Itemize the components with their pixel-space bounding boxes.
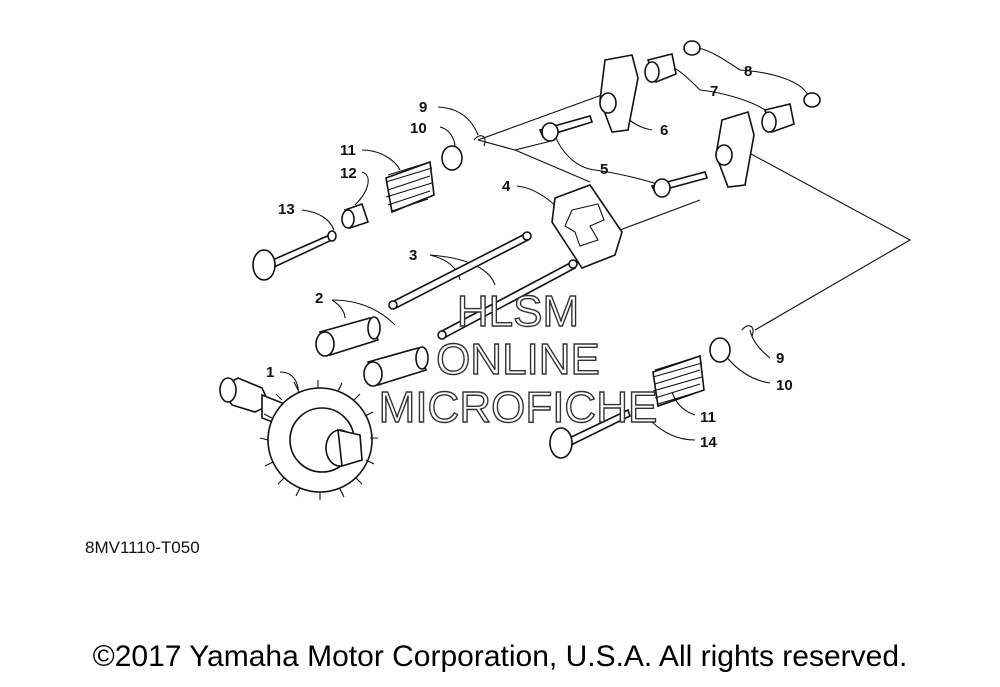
spring-retainers bbox=[441, 145, 731, 363]
callout-5: 5 bbox=[600, 161, 608, 178]
exhaust-valve bbox=[549, 408, 631, 459]
callout-3: 3 bbox=[409, 247, 417, 264]
watermark-line-3: MICROFICHE bbox=[379, 383, 658, 432]
callout-14: 14 bbox=[700, 434, 717, 451]
valve-springs bbox=[385, 160, 705, 408]
callout-11-lower: 11 bbox=[700, 409, 716, 426]
valve-stem-seal bbox=[341, 202, 370, 230]
callout-12: 12 bbox=[340, 165, 357, 182]
watermark-line-1: HLSM bbox=[457, 287, 579, 336]
pivot-balls bbox=[644, 53, 795, 134]
valve-lifters bbox=[315, 316, 429, 387]
callout-10-lower: 10 bbox=[776, 377, 793, 394]
rocker-studs bbox=[538, 115, 709, 198]
pushrods bbox=[388, 231, 578, 340]
guide-plate bbox=[551, 184, 623, 269]
callout-labels: 9 10 11 12 13 4 3 2 1 5 6 7 8 9 10 11 14 bbox=[266, 63, 793, 451]
callout-7: 7 bbox=[710, 83, 718, 100]
callout-8: 8 bbox=[744, 63, 752, 80]
rocker-arms bbox=[599, 54, 755, 188]
camshaft bbox=[218, 377, 378, 500]
callout-6: 6 bbox=[660, 122, 668, 139]
callout-10-upper: 10 bbox=[410, 120, 427, 137]
copyright-notice: ©2017 Yamaha Motor Corporation, U.S.A. A… bbox=[92, 640, 908, 673]
callout-1: 1 bbox=[266, 364, 274, 381]
rocker-nuts bbox=[683, 40, 821, 108]
valve-keepers bbox=[473, 135, 754, 337]
diagram-code: 8MV1110-T050 bbox=[85, 538, 200, 557]
callout-2: 2 bbox=[315, 290, 323, 307]
watermark-line-2: ONLINE bbox=[436, 335, 600, 384]
callout-11-upper: 11 bbox=[340, 142, 356, 159]
callout-13: 13 bbox=[278, 201, 295, 218]
callout-9-upper: 9 bbox=[419, 99, 427, 116]
intake-valve bbox=[252, 230, 337, 281]
watermark: HLSM ONLINE MICROFICHE bbox=[378, 286, 658, 432]
callout-9-lower: 9 bbox=[776, 350, 784, 367]
callout-4: 4 bbox=[502, 178, 511, 195]
